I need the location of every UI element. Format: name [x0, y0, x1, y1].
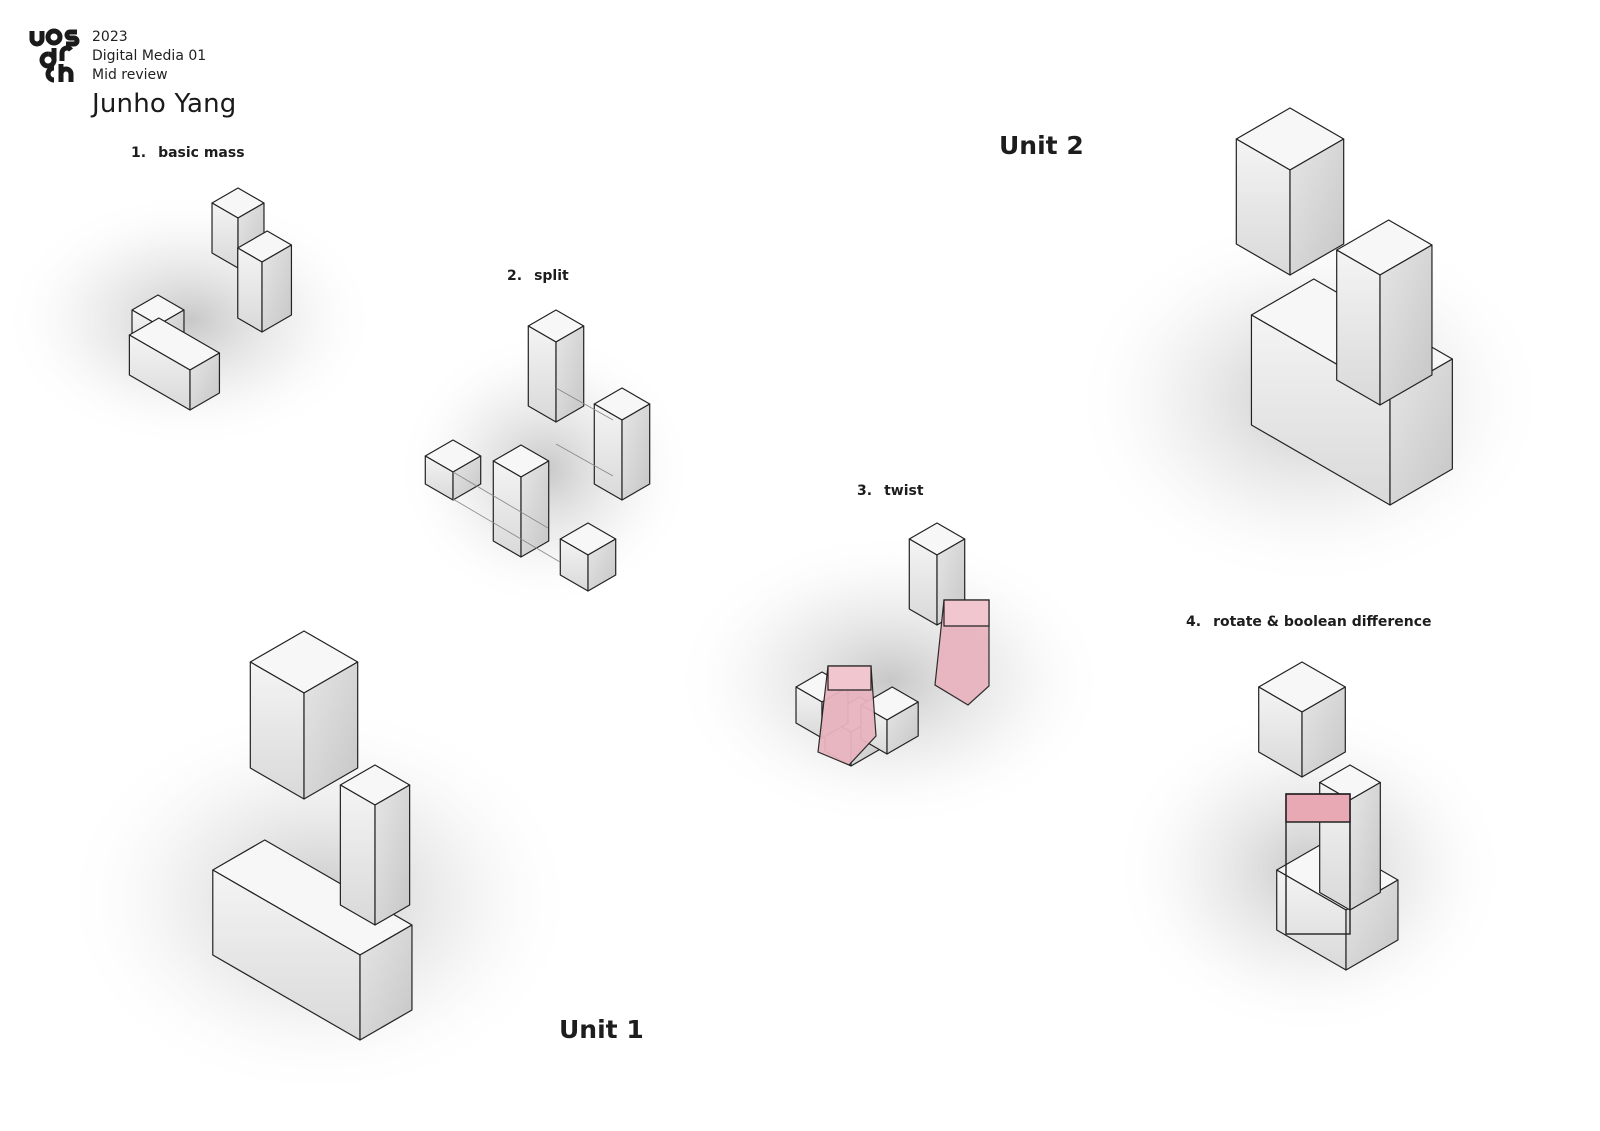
review-type: Mid review: [92, 67, 168, 83]
box-left-face: [1336, 249, 1381, 406]
box-right-face: [1301, 686, 1346, 778]
header: 2023 Digital Media 01 Mid review Junho Y…: [92, 28, 237, 119]
boolean-highlight: [1285, 793, 1351, 935]
unit-2-label: Unit 2: [999, 131, 1084, 160]
step-title: twist: [884, 483, 924, 499]
box-right-face: [1349, 781, 1381, 911]
box-right-face: [374, 784, 411, 926]
box-right-face: [621, 403, 651, 501]
step-number: 4.: [1186, 614, 1202, 630]
shadow: [0, 190, 380, 450]
step-title: basic mass: [158, 145, 245, 161]
step-title: split: [534, 268, 569, 284]
box-left-face: [527, 325, 557, 423]
box-right-face: [520, 460, 550, 558]
author-name: Junho Yang: [92, 89, 237, 119]
box-right-face: [886, 701, 919, 755]
step-number: 2.: [507, 268, 523, 284]
step-title: rotate & boolean difference: [1213, 614, 1432, 630]
step-1-label: 1. basic mass: [131, 145, 245, 161]
shadow: [670, 530, 1110, 830]
box-right-face: [189, 352, 221, 411]
box-left-face: [492, 460, 522, 558]
box-right-face: [303, 661, 359, 800]
box-right-face: [1289, 138, 1345, 276]
twist-highlights: [817, 599, 990, 766]
box-right-face: [452, 455, 482, 501]
step-2-label: 2. split: [507, 268, 569, 284]
box-right-face: [587, 538, 617, 592]
year: 2023: [92, 29, 128, 45]
step-number: 1.: [131, 145, 147, 161]
box-left-face: [339, 784, 376, 926]
box-right-face: [359, 924, 413, 1041]
box-left-face: [237, 247, 263, 333]
split-guide-lines: [452, 387, 614, 563]
course-name: Digital Media 01: [92, 48, 207, 64]
uos-arch-logo: [29, 28, 80, 83]
step-number: 3.: [857, 483, 873, 499]
box-right-face: [261, 244, 293, 333]
step-4-label: 4. rotate & boolean difference: [1186, 614, 1432, 630]
box-right-face: [555, 325, 585, 423]
box-right-face: [1379, 244, 1433, 406]
box-left-face: [593, 403, 623, 501]
step-3-label: 3. twist: [857, 483, 924, 499]
unit-1-label: Unit 1: [559, 1015, 644, 1044]
